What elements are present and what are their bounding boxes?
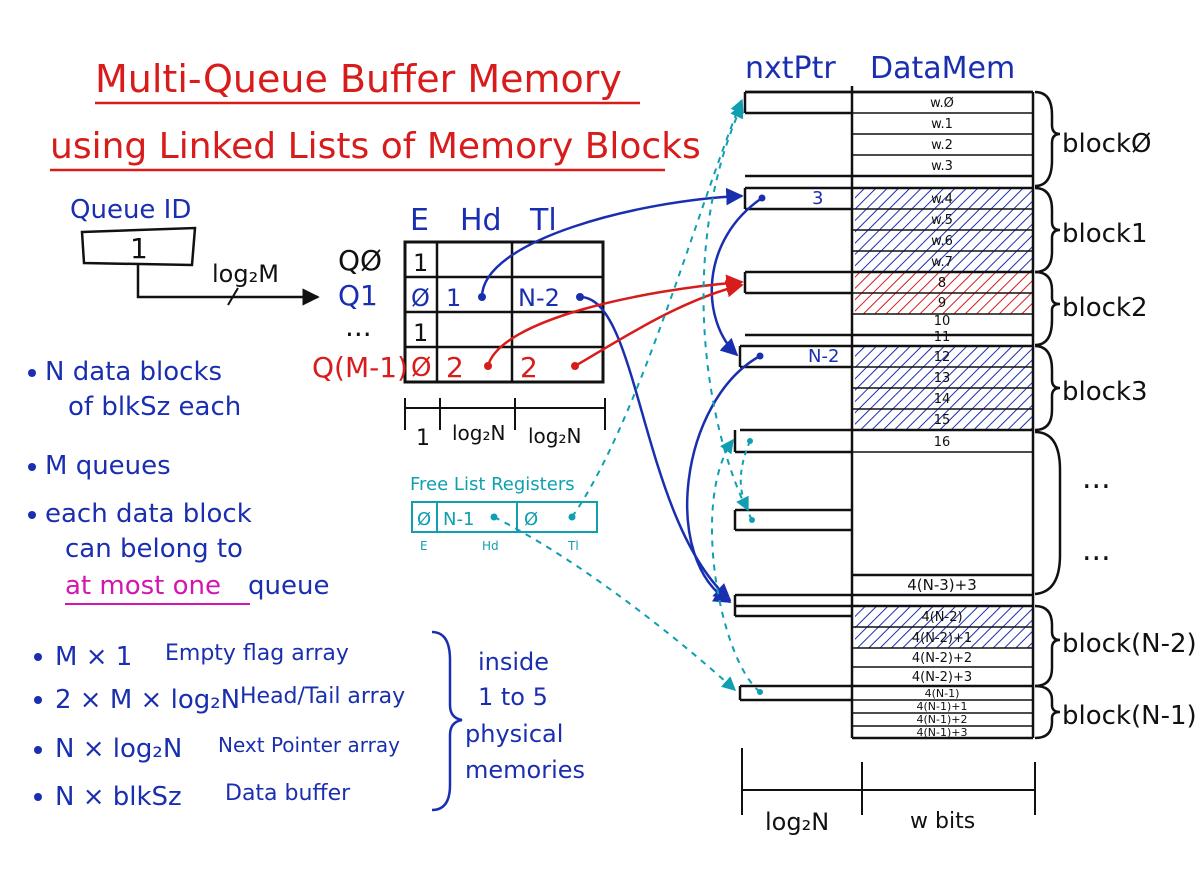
row-label-q0: QØ [338,244,382,277]
note-3-tail: queue [248,571,329,601]
word-2: w.2 [931,138,953,153]
word-11: 11 [934,330,951,345]
width-label-e: 1 [416,426,430,451]
block-label-2: block2 [1062,293,1148,323]
free-list-title: Free List Registers [410,474,575,495]
block-label-3: block3 [1062,377,1148,407]
row-label-q1: Q1 [338,279,378,312]
note-3-line-2: can belong to [65,534,243,564]
word-9: 9 [938,296,946,311]
queue-id-width-label: log₂M [212,260,279,288]
array-4-name: Data buffer [225,781,351,806]
width-label-tl: log₂N [528,424,581,448]
width-label-hd: log₂N [452,421,505,445]
word-15: 15 [934,413,951,428]
arrays-note-4: memories [465,756,585,784]
block-label-0: blockØ [1062,129,1151,159]
col-header-e: E [410,203,429,238]
word-7: w.7 [931,255,953,270]
tail-word-2: 4(N-2)+1 [912,631,972,646]
free-list-tl: Ø [524,509,538,530]
ellipsis-1: ... [1082,461,1111,496]
tail-word-8: 4(N-1)+3 [917,726,968,739]
header-nxtptr: nxtPtr [745,51,836,86]
free-list-sub-hd: Hd [482,539,499,553]
word-6: w.6 [931,234,953,249]
free-list-sub-tl: Tl [567,539,579,553]
queue-id-label: Queue ID [70,195,191,225]
cell-q1-e: Ø [411,284,430,312]
memory-array: nxtPtr DataMem [733,51,1197,836]
tail-word-4: 4(N-2)+3 [912,670,972,685]
cell-q0-e: 1 [413,249,428,277]
free-list-hd: N-1 [443,509,474,530]
note-1-line-1: N data blocks [45,357,222,387]
note-3-line-1: each data block [45,499,252,529]
title-line-1: Multi-Queue Buffer Memory [95,57,622,101]
word-10: 10 [934,314,951,329]
array-list: M × 1 Empty flag array 2 × M × log₂N Hea… [34,630,585,812]
nxt-block1-value: 3 [812,188,823,209]
array-2-size: 2 × M × log₂N [55,685,240,715]
cell-dots-e: 1 [413,319,428,347]
array-3-name: Next Pointer array [218,733,400,757]
queue-id-register: Queue ID 1 log₂M [70,195,320,306]
arrays-note-2: 1 to 5 [478,683,548,711]
cell-qm1-hd: 2 [446,351,464,384]
tail-word-3: 4(N-2)+2 [912,651,972,666]
block-label-n1: block(N-1) [1062,701,1197,731]
pointer-arrows [480,98,763,693]
notes-list: N data blocks of blkSz each M queues eac… [28,357,329,605]
word-14: 14 [934,392,951,407]
free-list-sub-e: E [420,539,428,553]
word-3: w.3 [931,159,953,174]
tail-word-1: 4(N-2) [921,610,962,625]
array-1-name: Empty flag array [165,641,349,666]
cell-qm1-e: Ø [411,353,431,383]
col-header-tl: Tl [529,203,557,238]
array-4-size: N × blkSz [55,782,182,812]
tail-word-5: 4(N-1) [925,687,960,700]
word-16: 16 [934,435,951,450]
note-1-line-2: of blkSz each [68,392,241,422]
free-list-registers: Free List Registers Ø N-1 Ø E Hd Tl [410,474,598,553]
title-block: Multi-Queue Buffer Memory using Linked L… [50,57,701,172]
arrays-note-1: inside [478,648,549,676]
header-datamem: DataMem [870,51,1015,86]
word-5: w.5 [931,213,953,228]
block-label-1: block1 [1062,219,1148,249]
arrays-note-3: physical [465,720,563,748]
queue-table: E Hd Tl QØ Q1 ... Q(M-1) 1 Ø 1 N-2 1 Ø 2… [312,203,606,451]
word-12: 12 [934,350,951,365]
word-8: 8 [938,276,946,291]
array-3-size: N × log₂N [55,734,182,764]
free-list-e: Ø [417,509,431,530]
word-13: 13 [934,371,951,386]
cell-q1-hd: 1 [446,284,461,312]
tail-word-6: 4(N-1)+1 [917,700,968,713]
cell-qm1-tl: 2 [520,351,538,384]
array-2-name: Head/Tail array [240,684,405,709]
note-2-line-1: M queues [45,451,171,481]
title-line-2: using Linked Lists of Memory Blocks [50,126,701,167]
word-1: w.1 [931,117,953,132]
tail-word-7: 4(N-1)+2 [917,713,968,726]
word-0: w.Ø [930,96,954,111]
cell-q1-tl: N-2 [518,284,560,312]
word-4: w.4 [931,192,953,207]
queue-id-value: 1 [130,232,148,265]
width-data: w bits [910,809,975,834]
col-header-hd: Hd [460,203,502,238]
width-nxtptr: log₂N [765,808,829,836]
note-3-highlight: at most one [65,571,221,601]
array-1-size: M × 1 [55,642,132,672]
row-label-qm1: Q(M-1) [312,351,408,384]
row-label-dots: ... [345,310,372,343]
ellipsis-2: ... [1082,533,1111,568]
nxt-block3-value: N-2 [808,346,839,367]
tail-word-0: 4(N-3)+3 [907,576,977,594]
block-label-n2: block(N-2) [1062,629,1197,659]
